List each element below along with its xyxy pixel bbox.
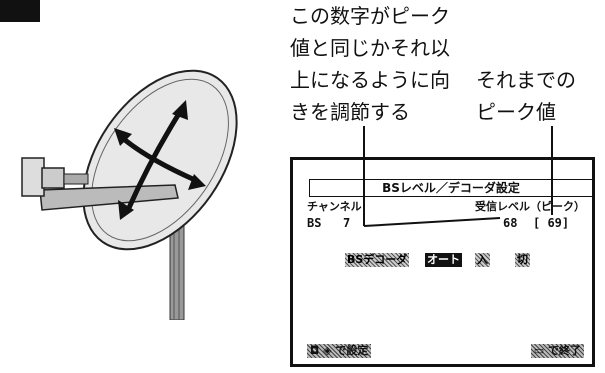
menu-title: BSレベル／デコーダ設定	[309, 179, 593, 197]
level-header: 受信レベル（ピーク）	[475, 200, 585, 213]
footer-set-text: で設定	[335, 344, 369, 357]
exit-button-icon: ▭	[533, 344, 548, 357]
arrow-head-left	[114, 128, 132, 146]
satellite-dish-illustration	[21, 69, 238, 320]
annotation-left-line1: この数字がピーク	[290, 4, 450, 28]
option-off[interactable]: 切	[515, 253, 530, 267]
peak-value: [ 69]	[533, 216, 570, 230]
footer-set-hint: ◘ ◈ で設定	[307, 344, 372, 358]
channel-value: 7	[343, 216, 351, 230]
menu-button-icon: ◘ ◈	[310, 344, 336, 357]
annotation-left-line3: 上になるように向	[290, 68, 450, 92]
arrow-head-down	[118, 200, 134, 220]
adjust-arrows	[123, 110, 197, 212]
footer-exit-text: で終了	[548, 344, 581, 357]
level-value: 68	[503, 216, 518, 230]
annotation-left-line2: 値と同じかそれ以	[290, 36, 450, 60]
option-on[interactable]: 入	[475, 253, 490, 267]
arrow-head-up	[172, 100, 188, 120]
annotation-right-line2: ピーク値	[476, 100, 556, 124]
feed-arm	[39, 184, 179, 211]
annotation-right-line1: それまでの	[476, 68, 576, 92]
tv-screen: BSレベル／デコーダ設定 チャンネル 受信レベル（ピーク） BS 7 68 [ …	[290, 157, 595, 367]
option-auto[interactable]: オート	[425, 253, 462, 267]
channel-header: チャンネル	[307, 200, 362, 213]
decoder-label: BSデコーダ	[345, 253, 410, 267]
arrow-head-right	[188, 174, 206, 190]
annotation-left-line4: きを調節する	[290, 100, 410, 124]
band-value: BS	[307, 216, 322, 230]
footer-exit-hint: ▭ で終了	[530, 344, 584, 358]
corner-mark	[0, 0, 40, 22]
